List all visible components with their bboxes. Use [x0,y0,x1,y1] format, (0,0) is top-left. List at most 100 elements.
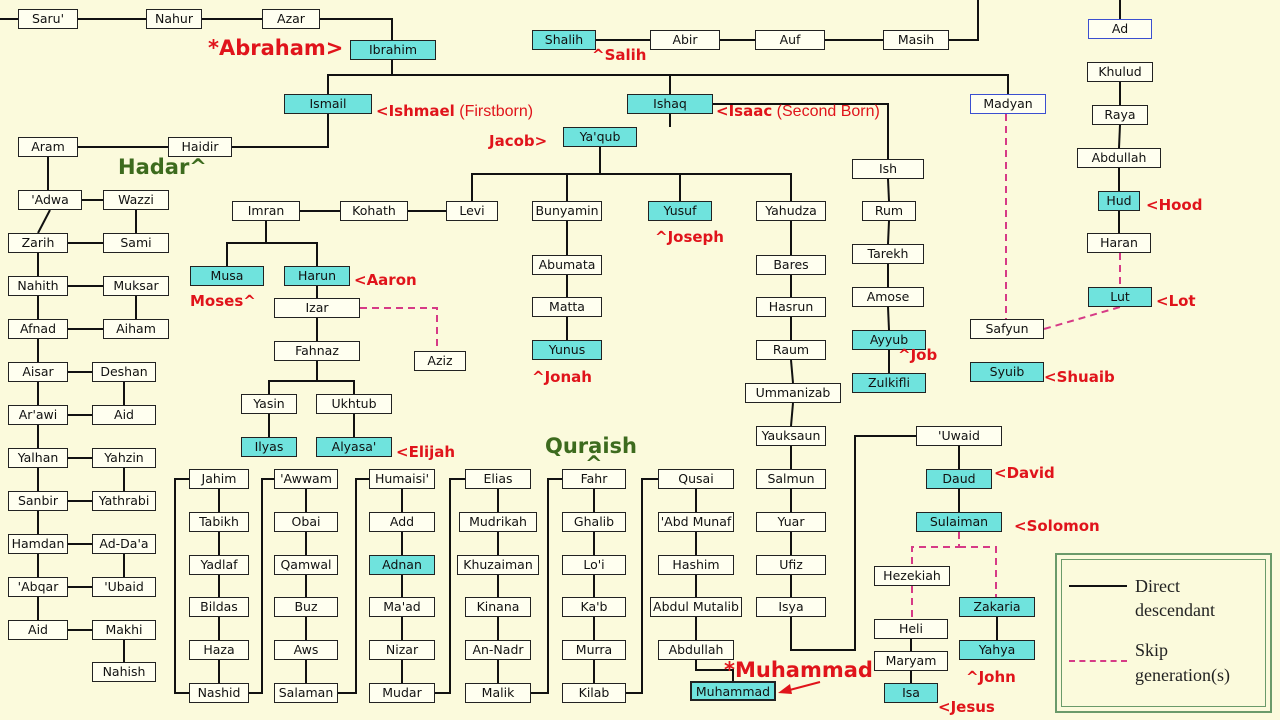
tree-node-levi: Levi [446,201,498,221]
tree-node-ish: Ish [852,159,924,179]
tree-node-auf: Auf [755,30,825,50]
edge-3 [320,18,393,40]
annotation-aaron-name: <Aaron [354,271,417,289]
tree-node-nizar: Nizar [369,640,435,660]
tree-node-buz: Buz [274,597,338,617]
tree-node-muksar: Muksar [103,276,169,296]
tree-node-jahim: Jahim [189,469,249,489]
edge-7 [949,0,979,41]
tree-node-abdullah: Abdullah [658,640,734,660]
annotation-lot: <Lot [1156,292,1196,310]
annotation-abraham: *Abraham> [208,36,343,60]
edge-73 [790,402,794,427]
annotation-quraish-name: Quraish [545,434,637,458]
edge-103 [435,478,465,694]
annotation-hadar-name: Hadar^ [118,155,207,179]
tree-node-aram: Aram [18,137,78,157]
annotation-david: <David [994,464,1055,482]
tree-node-hezekiah: Hezekiah [874,566,950,586]
tree-node-hamdan: Hamdan [8,534,68,554]
edge-91 [249,478,274,694]
tree-node-tabikh: Tabikh [189,512,249,532]
legend-skip-label-2: generation(s) [1135,665,1230,685]
tree-node-yauksaun: Yauksaun [756,426,826,446]
annotation-shuaib-name: <Shuaib [1044,368,1115,386]
annotation-john-name: ^John [966,668,1016,686]
tree-node-alyasa: Alyasa' [316,437,392,457]
tree-node-lut: Lut [1088,287,1152,307]
annotation-quraish: Quraish [545,434,637,458]
tree-node-ismail: Ismail [284,94,372,114]
edge-53 [887,220,890,245]
tree-node-hud: Hud [1098,191,1140,211]
tree-node-saru: Saru' [18,9,78,29]
tree-node-abdulmutalib: Abdul Mutalib [650,597,742,617]
tree-node-adnan: Adnan [369,555,435,575]
annotation-moses: Moses^ [190,292,256,310]
tree-node-aws: Aws [274,640,338,660]
annotation-isaac-name: <Isaac [716,102,773,120]
tree-node-abdmunaf: 'Abd Munaf [658,512,734,532]
annotation-muhammad-star: *Muhammad [724,658,873,682]
tree-node-deshan: Deshan [92,362,156,382]
annotation-quraish-caret-name: ^ [585,452,603,476]
tree-node-izar: Izar [274,298,360,318]
tree-node-maad: Ma'ad [369,597,435,617]
tree-node-khuzaiman: Khuzaiman [457,555,539,575]
legend-direct-label-2: descendant [1135,600,1215,620]
tree-node-aiham: Aiham [103,319,169,339]
tree-node-humaisi: Humaisi' [369,469,435,489]
annotation-jesus: <Jesus [938,698,995,716]
annotation-jonah: ^Jonah [532,368,592,386]
legend: Direct descendant Skip generation(s) [1055,553,1272,713]
tree-node-murra: Murra [562,640,626,660]
annotation-aaron: <Aaron [354,271,417,289]
annotation-ishmael-note: (Firstborn) [454,103,534,120]
annotation-ishmael-name: <Ishmael [376,102,455,120]
tree-node-safyun: Safyun [970,319,1044,339]
annotation-elijah: <Elijah [396,443,455,461]
tree-node-add: Add [369,512,435,532]
tree-node-uwaid: 'Uwaid [916,426,1002,446]
edge-55 [887,306,890,331]
tree-node-abumata: Abumata [532,255,602,275]
tree-node-bares: Bares [756,255,826,275]
tree-node-qamwal: Qamwal [274,555,338,575]
annotation-salih-name: ^Salih [592,46,647,64]
tree-node-musa: Musa [190,266,264,286]
annotation-hood-name: <Hood [1146,196,1203,214]
tree-node-ad: Ad [1088,19,1152,39]
annotation-job: ^Job [898,346,937,364]
tree-node-masih: Masih [883,30,949,50]
tree-node-sanbir: Sanbir [8,491,68,511]
tree-node-ummanizab: Ummanizab [745,383,841,403]
tree-node-ibrahim: Ibrahim [350,40,436,60]
edge-30 [37,209,51,234]
annotation-lot-name: <Lot [1156,292,1196,310]
tree-node-ayyub: Ayyub [852,330,926,350]
tree-node-yaqub: Ya'qub [563,127,637,147]
tree-node-hashim: Hashim [658,555,734,575]
tree-node-azar: Azar [262,9,320,29]
tree-node-heli: Heli [874,619,948,639]
tree-node-yunus: Yunus [532,340,602,360]
edge-109 [531,478,562,694]
annotation-isaac-note: (Second Born) [772,103,880,120]
tree-node-zarih: Zarih [8,233,68,253]
annotation-jesus-name: <Jesus [938,698,995,716]
tree-node-bunyamin: Bunyamin [532,201,602,221]
annotation-john: ^John [966,668,1016,686]
arrow-head [778,684,792,694]
edge-78 [790,435,916,651]
annotation-moses-name: Moses^ [190,292,256,310]
tree-node-yadlaf: Yadlaf [189,555,249,575]
skip-generation-lines [360,114,1121,619]
tree-node-kilab: Kilab [562,683,626,703]
annotation-salih: ^Salih [592,46,646,64]
tree-node-aid2: Aid [8,620,68,640]
tree-node-aisar: Aisar [8,362,68,382]
tree-node-zulkifli: Zulkifli [852,373,926,393]
tree-node-qusai: Qusai [658,469,734,489]
tree-node-amose: Amose [852,287,924,307]
tree-node-bildas: Bildas [189,597,249,617]
